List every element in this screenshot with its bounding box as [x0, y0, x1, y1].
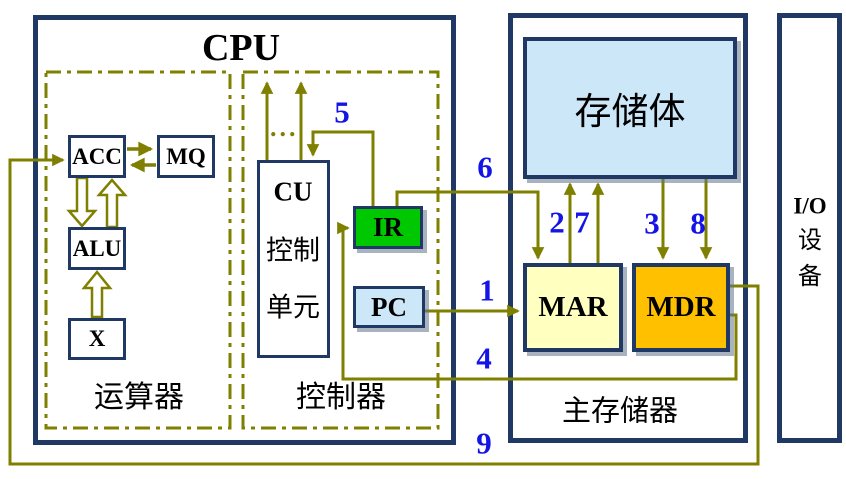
- io-line2-label: 设: [798, 228, 822, 254]
- io-device-box: [777, 13, 842, 443]
- pc-register: PC: [353, 286, 425, 328]
- alu-label: ALU: [72, 235, 122, 261]
- cu-word1-label: 控制: [266, 235, 320, 266]
- operator-unit-frame: [44, 70, 232, 430]
- x-register: X: [68, 318, 126, 360]
- main-memory-label: 主存储器: [561, 395, 679, 428]
- step-number-4: 4: [476, 340, 492, 376]
- operator-unit-label: 运算器: [94, 381, 184, 414]
- acc-register: ACC: [68, 135, 126, 178]
- mdr-register: MDR: [632, 263, 730, 352]
- block-arrow-acc-to-alu: [66, 176, 98, 228]
- x-label: X: [88, 326, 106, 351]
- step-number-6: 6: [477, 149, 493, 185]
- block-arrow-x-to-alu: [81, 270, 113, 319]
- io-line1-label: I/O: [793, 193, 827, 219]
- step-number-1: 1: [479, 272, 495, 308]
- arrow-step5-ir-to-cu: [306, 130, 375, 206]
- step-number-5: 5: [334, 94, 350, 130]
- mar-register: MAR: [523, 263, 623, 352]
- storage-bank-label: 存储体: [574, 92, 686, 133]
- block-arrow-alu-to-acc: [96, 178, 128, 229]
- storage-bank: 存储体: [523, 37, 737, 179]
- mar-label: MAR: [538, 291, 608, 323]
- step-number-7: 7: [574, 204, 590, 240]
- control-unit-frame: [241, 70, 440, 430]
- step-number-8: 8: [690, 205, 706, 241]
- cpu-title: CPU: [201, 27, 281, 69]
- cu-word2-label: 单元: [266, 292, 320, 323]
- cu-abbr-label: CU: [273, 176, 313, 207]
- arrow-step4-mdr-to-ir: [337, 221, 738, 381]
- pc-label: PC: [371, 291, 407, 322]
- mdr-label: MDR: [646, 291, 716, 323]
- step-number-2: 2: [549, 204, 565, 240]
- ir-label: IR: [372, 212, 403, 242]
- alu-unit: ALU: [68, 227, 126, 270]
- io-line3-label: 备: [798, 264, 822, 290]
- acc-label: ACC: [72, 143, 122, 169]
- mq-label: MQ: [166, 143, 206, 169]
- step-number-9: 9: [476, 425, 492, 461]
- ir-register: IR: [353, 206, 423, 249]
- arrow-step9-mdr-to-acc: [8, 153, 760, 466]
- step-number-3: 3: [644, 205, 660, 241]
- cu-control-unit: [257, 160, 330, 358]
- arrow-step6-ir-to-mar: [395, 190, 545, 260]
- control-unit-label: 控制器: [296, 381, 386, 414]
- mq-register: MQ: [157, 135, 215, 178]
